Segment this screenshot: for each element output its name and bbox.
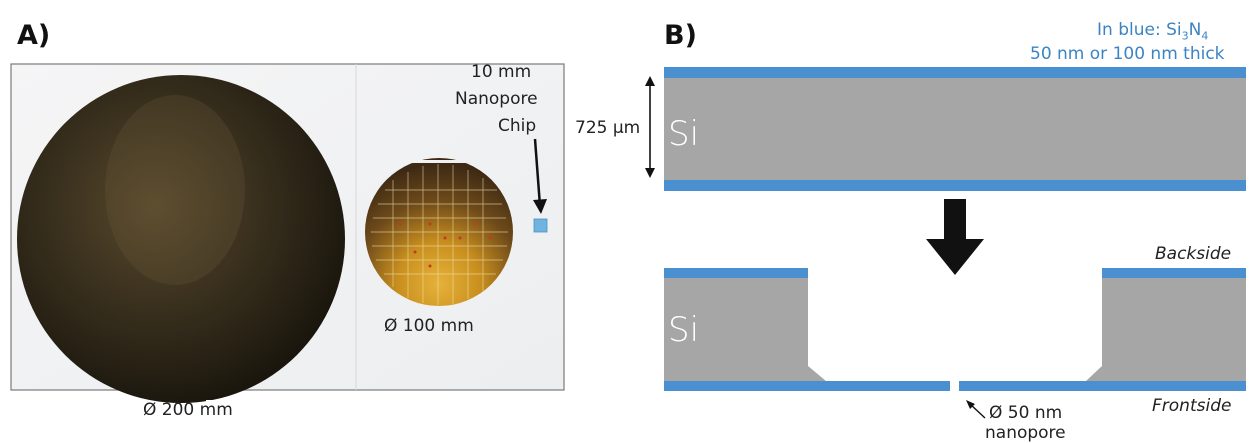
process-arrow-head xyxy=(926,239,984,275)
panel-a-label: A) xyxy=(17,20,51,51)
chip-arrow-line xyxy=(533,138,542,207)
si-label-bottom: Si xyxy=(668,310,700,350)
backside-nitride-left xyxy=(664,268,808,278)
process-arrow-shaft xyxy=(944,199,966,241)
nanopore-chip xyxy=(533,218,548,233)
frontside-nitride-right xyxy=(959,381,1246,391)
legend-sub-4: 4 xyxy=(1201,29,1209,43)
silicon-right-wall xyxy=(1086,278,1246,381)
frontside-nitride-left xyxy=(664,381,950,391)
thickness-arrow-head-top xyxy=(645,76,655,86)
nanopore-label-line1: Ø 50 nm xyxy=(989,403,1063,423)
wafer-flat xyxy=(408,160,470,163)
nitride-layer-bottom xyxy=(664,180,1246,191)
legend-prefix: In blue: Si xyxy=(1097,20,1182,40)
thickness-label: 725 µm xyxy=(575,118,641,138)
backside-label: Backside xyxy=(1155,244,1232,264)
wafer-100mm-label: Ø 100 mm xyxy=(384,316,474,336)
silicon-left-wall xyxy=(664,278,826,381)
chip-arrow-head xyxy=(533,199,547,214)
thickness-arrow-head-bottom xyxy=(645,168,655,178)
nitride-layer-top xyxy=(664,67,1246,78)
nanopore-pointer-head xyxy=(966,400,975,409)
nitride-legend-line1: In blue: Si3N4 xyxy=(1097,20,1208,42)
die-marks xyxy=(398,222,492,268)
wafer-notch xyxy=(206,400,214,403)
si-label-top: Si xyxy=(668,114,700,154)
chip-label-line1: 10 mm xyxy=(471,62,532,82)
chip-label-line3: Chip xyxy=(498,116,537,136)
panel-b-label: B) xyxy=(664,20,697,51)
legend-sub-3: 3 xyxy=(1181,29,1189,43)
die-grid xyxy=(371,164,508,305)
wafer-reflection xyxy=(105,95,245,285)
nanopore-label-line2: nanopore xyxy=(985,423,1066,443)
backside-nitride-right xyxy=(1102,268,1246,278)
wafer-200mm xyxy=(17,75,345,403)
legend-mid: N xyxy=(1188,20,1202,40)
nitride-legend-line2: 50 nm or 100 nm thick xyxy=(1030,44,1225,64)
wafer-200mm-label: Ø 200 mm xyxy=(143,400,233,420)
frontside-label: Frontside xyxy=(1152,396,1232,416)
chip-label-line2: Nanopore xyxy=(455,89,538,109)
silicon-wafer-top xyxy=(664,78,1246,180)
